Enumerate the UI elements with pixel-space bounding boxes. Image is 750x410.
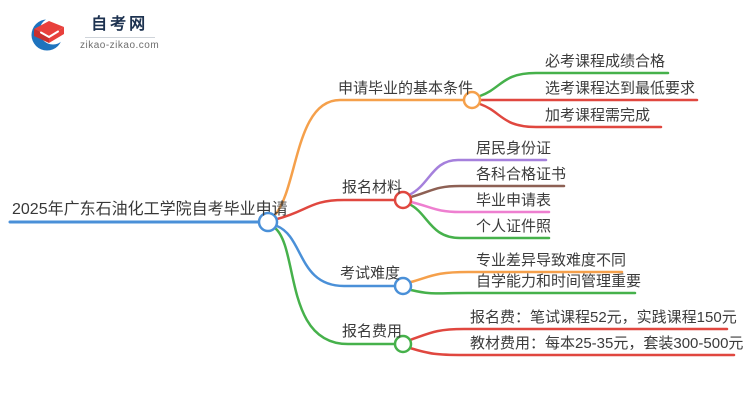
connector-branch-2 <box>275 198 396 221</box>
mindmap-leaf-elective-courses-minimum[interactable]: 选考课程达到最低要求 <box>545 80 696 97</box>
branch-2-node-circle[interactable] <box>393 190 413 210</box>
mindmap-root-topic[interactable]: 2025年广东石油化工学院自考毕业申请 <box>12 201 288 218</box>
root-node-circle[interactable] <box>257 211 279 233</box>
connector-branch-3-child-2 <box>409 288 637 295</box>
mindmap-branch-exam-difficulty[interactable]: 考试难度 <box>340 265 401 282</box>
mindmap-leaf-id-card[interactable]: 居民身份证 <box>476 140 552 157</box>
mindmap-branch-basic-conditions[interactable]: 申请毕业的基本条件 <box>338 80 474 97</box>
connector-branch-3-child-1 <box>409 270 624 284</box>
site-logo[interactable]: 自考网 zikao-zikao.com <box>28 12 159 54</box>
mindmap-leaf-graduation-application-form[interactable]: 毕业申请表 <box>476 192 552 209</box>
mindmap-leaf-textbook-fees[interactable]: 教材费用：每本25-35元，套装300-500元 <box>470 335 744 352</box>
connector-branch-1 <box>273 98 465 217</box>
mindmap-leaf-course-certificates[interactable]: 各科合格证书 <box>476 166 567 183</box>
connector-branch-2-child-3 <box>409 200 551 214</box>
mindmap-leaf-exam-fees[interactable]: 报名费：笔试课程52元，实践课程150元 <box>470 309 737 326</box>
mindmap-leaf-difficulty-varies-by-major[interactable]: 专业差异导致难度不同 <box>476 252 627 269</box>
logo-domain: zikao-zikao.com <box>80 39 160 51</box>
branch-4-node-circle[interactable] <box>393 334 413 354</box>
branch-1-node-circle[interactable] <box>462 90 482 110</box>
mindmap-leaf-self-study-time-management[interactable]: 自学能力和时间管理重要 <box>476 273 642 290</box>
connector-branch-3 <box>275 224 396 288</box>
mindmap-leaf-required-courses-passed[interactable]: 必考课程成绩合格 <box>545 53 666 70</box>
connector-branch-1-child-3 <box>478 102 663 129</box>
connector-branch-4 <box>273 226 396 346</box>
mindmap-leaf-personal-photo[interactable]: 个人证件照 <box>476 218 552 235</box>
connector-branch-4-child-1 <box>408 327 729 342</box>
logo-divider <box>84 36 155 38</box>
mindmap-branch-application-materials[interactable]: 报名材料 <box>342 179 403 196</box>
connector-branch-1-child-1 <box>478 71 670 98</box>
connector-branch-4-child-2 <box>408 346 736 357</box>
connector-branch-2-child-2 <box>409 184 566 199</box>
logo-title: 自考网 <box>91 15 149 33</box>
connector-branch-2-child-1 <box>407 158 548 197</box>
branch-3-node-circle[interactable] <box>393 276 413 296</box>
mindmap-branch-registration-fees[interactable]: 报名费用 <box>342 323 403 340</box>
graduation-cap-icon <box>31 17 67 51</box>
mindmap-leaf-additional-courses-complete[interactable]: 加考课程需完成 <box>545 107 651 124</box>
connector-branch-2-child-4 <box>407 202 551 240</box>
